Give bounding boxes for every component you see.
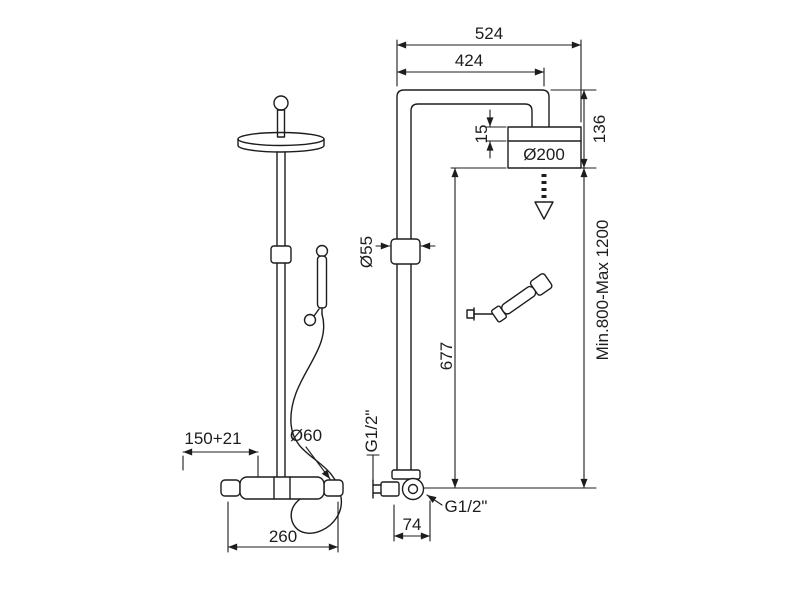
dim-15-label: 15 <box>472 125 491 144</box>
dim-150-21-label: 150+21 <box>184 429 241 448</box>
g-half-bottom-callout: G1/2" <box>426 494 488 516</box>
hand-shower-side <box>466 273 553 323</box>
dim-15: 15 <box>472 109 507 159</box>
mixer-left-handle <box>220 479 241 497</box>
dim-424-label: 424 <box>455 51 483 70</box>
mixer-body <box>239 476 325 500</box>
dim-677: 677 <box>437 167 507 489</box>
dim-524-label: 524 <box>475 24 503 43</box>
spray-direction-arrow <box>534 174 554 220</box>
shower-hose <box>290 313 342 534</box>
dim-260: 260 <box>227 501 339 553</box>
dia-60-label: Ø60 <box>290 426 322 445</box>
g-half-bottom-label: G1/2" <box>445 497 488 516</box>
g-half-side-callout: G1/2" <box>362 410 381 482</box>
hand-shower <box>315 244 329 315</box>
dia-55-label: Ø55 <box>357 236 376 268</box>
thermostatic-mixer <box>220 476 344 500</box>
dia-55-dim: Ø55 <box>357 236 436 268</box>
pipe-connector <box>270 245 292 264</box>
dim-136-label: 136 <box>590 115 609 143</box>
height-range-label: Min.800-Max 1200 <box>593 220 612 361</box>
column-elevation-view: 150+21 Ø60 260 <box>182 95 344 553</box>
dia-200-label: Ø200 <box>523 145 565 164</box>
g-half-side-label: G1/2" <box>362 410 381 453</box>
column-schematic-view: Ø200 <box>357 24 612 542</box>
dim-74: 74 <box>393 500 431 542</box>
dia-60-callout: Ø60 <box>290 426 331 480</box>
dim-260-label: 260 <box>269 527 297 546</box>
riser-pipe <box>276 151 286 478</box>
top-knob <box>273 95 289 111</box>
overhead-shower-disc <box>237 131 325 153</box>
dim-424: 424 <box>396 51 545 87</box>
dim-150-21: 150+21 <box>182 429 259 477</box>
pipe-outline <box>396 89 550 471</box>
rain-head-front: Ø200 <box>507 126 582 169</box>
mixer-right-handle <box>323 479 344 497</box>
outlet-fitting <box>372 469 425 501</box>
dim-74-label: 74 <box>403 515 422 534</box>
hand-shower-holder <box>303 308 320 327</box>
dim-677-label: 677 <box>437 342 456 370</box>
dim-524: 524 <box>396 24 582 123</box>
head-stem <box>276 109 286 138</box>
slider-bracket <box>390 238 421 265</box>
dim-136-and-height-range: 136 Min.800-Max 1200 <box>550 89 612 489</box>
